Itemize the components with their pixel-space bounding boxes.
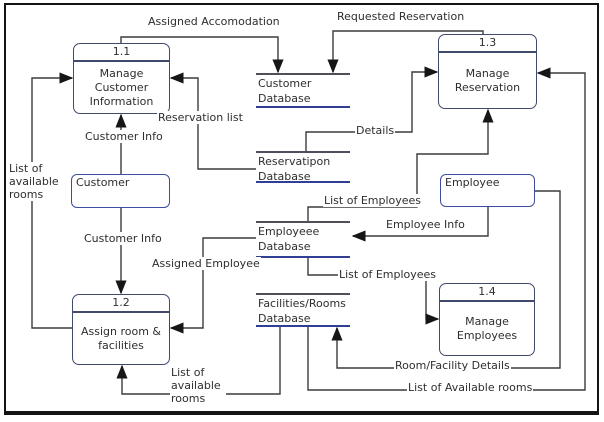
- flow-label: Reservation list: [157, 111, 244, 124]
- process-1-2: 1.2 Assign room & facilities: [72, 294, 170, 365]
- flow-label: List of available rooms: [8, 162, 64, 201]
- flow-requested-reservation: [327, 30, 484, 74]
- flow-employee-info: [351, 207, 489, 242]
- store-employee-database: Employeee Database: [256, 221, 350, 258]
- flow-label: Requested Reservation: [336, 10, 466, 23]
- process-name: Manage Employees: [456, 314, 518, 342]
- flow-room-facility-details: [331, 190, 561, 369]
- flow-assigned-employee: [169, 237, 256, 334]
- process-id: 1.2: [73, 295, 169, 313]
- process-1-4: 1.4 Manage Employees: [439, 283, 535, 356]
- store-reservation-database: Reservatipon Database: [256, 151, 350, 183]
- flow-label: List of available rooms: [170, 366, 226, 405]
- process-1-1: 1.1 Manage Customer Information: [73, 43, 170, 114]
- flow-label: Customer Info: [83, 232, 163, 245]
- store-facilities-rooms-database: Facilities/Rooms Database: [256, 293, 350, 327]
- flow-label: Assigned Accomodation: [147, 15, 281, 28]
- flow-assigned-accomodation: [120, 36, 284, 74]
- process-name: Manage Reservation: [454, 66, 521, 94]
- flow-label: List of Employees: [338, 268, 438, 281]
- flow-label: Employee Info: [385, 218, 466, 231]
- store-name: Facilities/Rooms Database: [258, 297, 346, 325]
- store-name: Customer Database: [258, 77, 312, 105]
- flow-list-available-rooms-left: [31, 72, 74, 329]
- store-customer-database: Customer Database: [256, 73, 350, 108]
- diagram-border: [4, 3, 599, 415]
- flow-list-of-available-rooms-to-1-3: [307, 67, 586, 391]
- flow-details: [305, 66, 439, 151]
- flow-label: Room/Facility Details: [394, 359, 511, 372]
- flow-label: List of Available rooms: [407, 381, 534, 394]
- store-name: Reservatipon Database: [258, 155, 331, 183]
- process-1-3: 1.3 Manage Reservation: [438, 34, 537, 109]
- entity-customer: Customer: [71, 174, 170, 208]
- process-id: 1.3: [439, 35, 536, 53]
- flow-label: List of Employees: [323, 194, 423, 207]
- entity-name: Employee: [445, 176, 500, 189]
- flow-label: Assigned Employee: [151, 257, 261, 270]
- process-id: 1.1: [74, 44, 169, 62]
- entity-name: Customer: [76, 176, 130, 189]
- entity-employee: Employee: [440, 174, 535, 207]
- flow-list-of-employees-to-1-3: [307, 108, 494, 221]
- flow-label: Customer Info: [84, 130, 164, 143]
- store-name: Employeee Database: [258, 225, 320, 253]
- flow-label: Details: [355, 124, 396, 137]
- process-name: Manage Customer Information: [89, 66, 154, 108]
- process-name: Assign room & facilities: [80, 324, 162, 352]
- process-id: 1.4: [440, 284, 534, 302]
